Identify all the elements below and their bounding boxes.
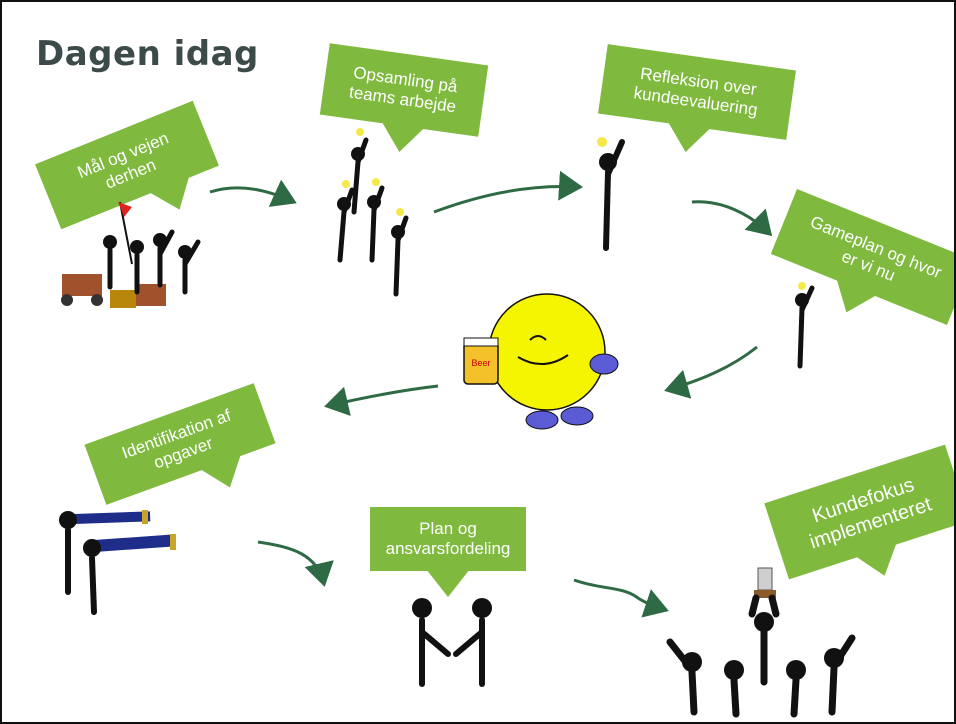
arrow-5 <box>324 384 439 416</box>
arrow-3 <box>691 200 773 237</box>
flow-arrows <box>209 170 773 618</box>
thinker-figure <box>597 137 625 251</box>
smiley-with-beer-icon: Beer <box>463 293 619 430</box>
arrow-1 <box>209 179 297 207</box>
arrow-2 <box>433 170 583 214</box>
beer-label: Beer <box>471 358 490 368</box>
team-with-luggage-figure <box>61 201 201 308</box>
telescope-viewers-figure <box>59 510 176 615</box>
page-title: Dagen idag <box>36 34 259 74</box>
callout-plan: Plan og ansvarsfordeling <box>370 507 526 597</box>
arrow-7 <box>573 578 669 618</box>
trophy-celebration-figure <box>666 567 856 718</box>
arrow-4 <box>664 345 758 399</box>
thinking-team-figure <box>337 128 409 297</box>
small-thinker-figure <box>795 282 815 369</box>
handshake-figure <box>412 598 492 687</box>
arrow-6 <box>257 540 334 587</box>
callout-plan-box: Plan og ansvarsfordeling <box>370 507 526 571</box>
callout-plan-tail <box>426 569 470 597</box>
